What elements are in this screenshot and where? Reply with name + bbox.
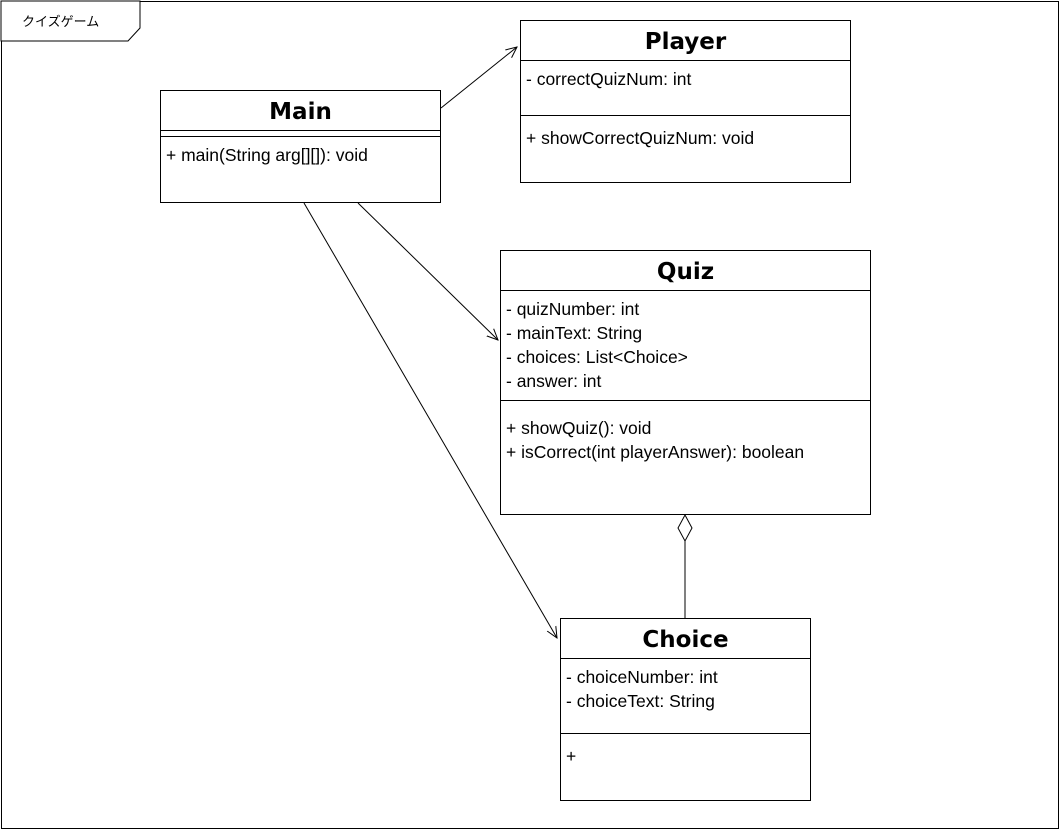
class-choice[interactable]: Choice - choiceNumber: int - choiceText:… xyxy=(560,618,811,801)
edge-main-choice xyxy=(303,202,557,638)
edge-main-player xyxy=(440,47,517,109)
attribute: - quizNumber: int xyxy=(506,299,640,319)
class-choice-name: Choice xyxy=(561,619,810,659)
class-player-methods: + showCorrectQuizNum: void xyxy=(521,116,850,150)
class-choice-attributes: - choiceNumber: int - choiceText: String xyxy=(561,659,810,734)
attribute: - mainText: String xyxy=(506,323,643,343)
class-main-methods: + main(String arg[][]): void xyxy=(161,137,440,167)
attribute: - correctQuizNum: int xyxy=(526,69,692,89)
edge-main-quiz xyxy=(357,202,498,340)
class-quiz-name: Quiz xyxy=(501,251,870,291)
attribute: - choiceText: String xyxy=(566,691,715,711)
method: + main(String arg[][]): void xyxy=(166,145,368,165)
attribute: - choiceNumber: int xyxy=(566,667,718,687)
class-player-attributes: - correctQuizNum: int xyxy=(521,61,850,116)
class-quiz-attributes: - quizNumber: int - mainText: String - c… xyxy=(501,291,870,401)
class-main[interactable]: Main + main(String arg[][]): void xyxy=(160,90,441,203)
attribute: - choices: List<Choice> xyxy=(506,347,688,367)
class-player-name: Player xyxy=(521,21,850,61)
frame-tab xyxy=(0,0,141,42)
class-player[interactable]: Player - correctQuizNum: int + showCorre… xyxy=(520,20,851,183)
class-main-empty-attributes xyxy=(161,131,440,137)
class-quiz-methods: + showQuiz(): void + isCorrect(int playe… xyxy=(501,401,870,464)
method: + showQuiz(): void xyxy=(506,418,652,438)
class-choice-methods: + xyxy=(561,734,810,768)
method: + showCorrectQuizNum: void xyxy=(526,128,755,148)
method: + isCorrect(int playerAnswer): boolean xyxy=(506,442,805,462)
class-main-name: Main xyxy=(161,91,440,131)
frame-label: クイズゲーム xyxy=(22,15,100,30)
class-quiz[interactable]: Quiz - quizNumber: int - mainText: Strin… xyxy=(500,250,871,515)
attribute: - answer: int xyxy=(506,371,602,391)
method: + xyxy=(566,746,577,766)
aggregation-diamond xyxy=(677,513,693,543)
